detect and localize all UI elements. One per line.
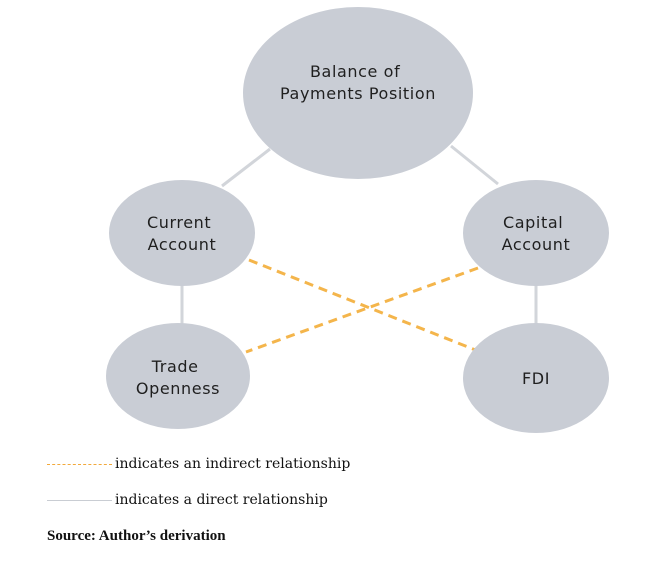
node-fdi: FDI xyxy=(463,323,609,433)
svg-text:Balance of Payments Posi: Balance of Payments Position xyxy=(280,62,436,103)
node-capital-line-2: Account xyxy=(502,235,571,254)
node-capital-line-1: Capital xyxy=(503,213,563,232)
edge-bop-capital xyxy=(450,144,499,186)
svg-text:Current Account: Current Account xyxy=(147,213,217,254)
legend-indirect: indicates an indirect relationship xyxy=(47,454,350,474)
node-trade-line-1: Trade xyxy=(151,357,199,376)
node-current-line-1: Current xyxy=(147,213,211,232)
legend-direct-swatch xyxy=(47,499,112,501)
node-current-line-2: Account xyxy=(148,235,217,254)
node-balance-of-payments: Balance of Payments Position xyxy=(243,7,473,179)
legend-direct: indicates a direct relationship xyxy=(47,490,328,510)
svg-text:Trade Openness: Trade Openness xyxy=(136,357,220,398)
node-trade-openness: Trade Openness xyxy=(106,323,250,429)
edge-current-fdi xyxy=(248,258,479,353)
legend-direct-label: indicates a direct relationship xyxy=(115,492,328,508)
node-fdi-line-1: FDI xyxy=(522,369,550,388)
legend-indirect-swatch xyxy=(47,463,112,465)
svg-text:FDI: FDI xyxy=(522,369,550,388)
node-capital-account: Capital Account xyxy=(463,180,609,286)
legend-indirect-label: indicates an indirect relationship xyxy=(115,456,351,472)
node-bop-line-2: Payments Position xyxy=(280,84,436,103)
edge-capital-trade xyxy=(245,266,479,354)
edge-bop-current xyxy=(221,147,271,188)
source-note: Source: Author’s derivation xyxy=(47,528,226,544)
node-current-account: Current Account xyxy=(109,180,255,286)
node-trade-line-2: Openness xyxy=(136,379,220,398)
svg-text:Capital Account: Capital Account xyxy=(502,213,571,254)
node-bop-line-1: Balance of xyxy=(310,62,400,81)
